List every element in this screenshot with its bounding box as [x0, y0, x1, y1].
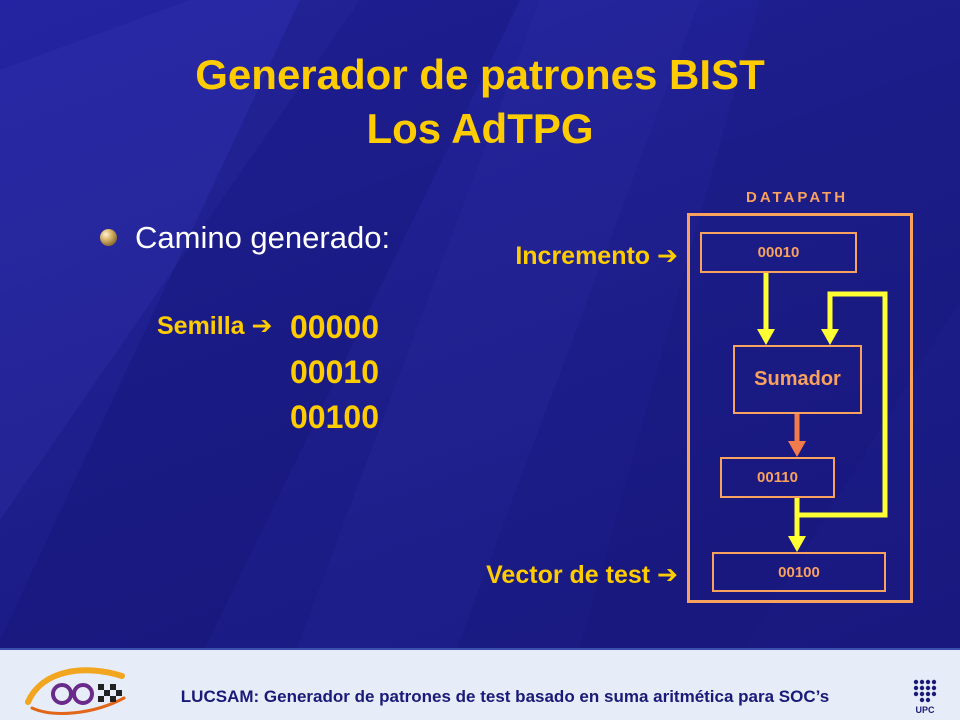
logo-checker-cell	[116, 690, 122, 696]
logo-dot	[925, 691, 931, 697]
logo-checker-cell	[98, 696, 104, 702]
logo-dot	[931, 691, 937, 697]
logo-swoosh-lower	[30, 696, 126, 715]
path-values-list: 00000 00010 00100	[290, 305, 379, 440]
sphere-bullet-icon	[100, 229, 117, 246]
logo-dot	[919, 697, 925, 703]
logo-dot	[925, 679, 931, 685]
seed-arrow-icon: ➔	[251, 311, 273, 340]
logo-letter-shape	[51, 683, 73, 705]
output-arrow-icon: ➔	[657, 560, 678, 589]
logo-checker	[98, 684, 122, 702]
logo-dot	[919, 691, 925, 697]
logo-dot	[925, 685, 931, 691]
logo-letter-shape	[72, 683, 94, 705]
upc-logo: UPC	[913, 679, 937, 715]
logo-dot	[925, 697, 931, 703]
logo-dot	[913, 685, 919, 691]
upc-logo-dots	[913, 679, 937, 703]
logo-dot	[913, 691, 919, 697]
path-value: 00100	[290, 399, 379, 435]
upc-logo-text: UPC	[915, 705, 935, 715]
logo-checker-cell	[110, 684, 116, 690]
logo-checker-cell	[110, 696, 116, 702]
output-label-row: Vector de test ➔	[400, 560, 678, 590]
logo-dot	[931, 685, 937, 691]
seed-label: Semilla	[157, 312, 245, 340]
path-value: 00000	[290, 309, 379, 345]
adder-block: Sumador	[733, 345, 862, 414]
sum-register: 00110	[720, 457, 835, 498]
footer-bar: LUCSAM: Generador de patrones de test ba…	[0, 648, 960, 720]
logo-dot	[919, 685, 925, 691]
increment-arrow-icon: ➔	[657, 241, 678, 270]
logo-dot	[931, 679, 937, 685]
datapath-title: DATAPATH	[746, 189, 849, 206]
logo-dot	[919, 679, 925, 685]
increment-label: Incremento	[515, 242, 651, 270]
logo-swoosh	[25, 667, 125, 705]
increment-register: 00010	[700, 232, 857, 273]
datapath-frame	[687, 213, 913, 603]
increment-label-row: Incremento ➔	[400, 241, 678, 271]
logo-dot	[913, 679, 919, 685]
output-register: 00100	[712, 552, 886, 592]
footer-text: LUCSAM: Generador de patrones de test ba…	[180, 687, 830, 706]
path-value: 00010	[290, 354, 379, 390]
seed-label-row: Semilla ➔	[157, 311, 272, 341]
bullet-text: Camino generado:	[135, 220, 391, 255]
logo-checker-cell	[98, 684, 104, 690]
logo-checker-cell	[104, 690, 110, 696]
research-group-logo	[25, 667, 126, 715]
title-line-2: Los AdTPG	[366, 105, 594, 152]
title-line-1: Generador de patrones BIST	[195, 51, 765, 98]
slide-title: Generador de patrones BIST Los AdTPG	[0, 48, 960, 156]
output-label: Vector de test	[486, 561, 651, 589]
